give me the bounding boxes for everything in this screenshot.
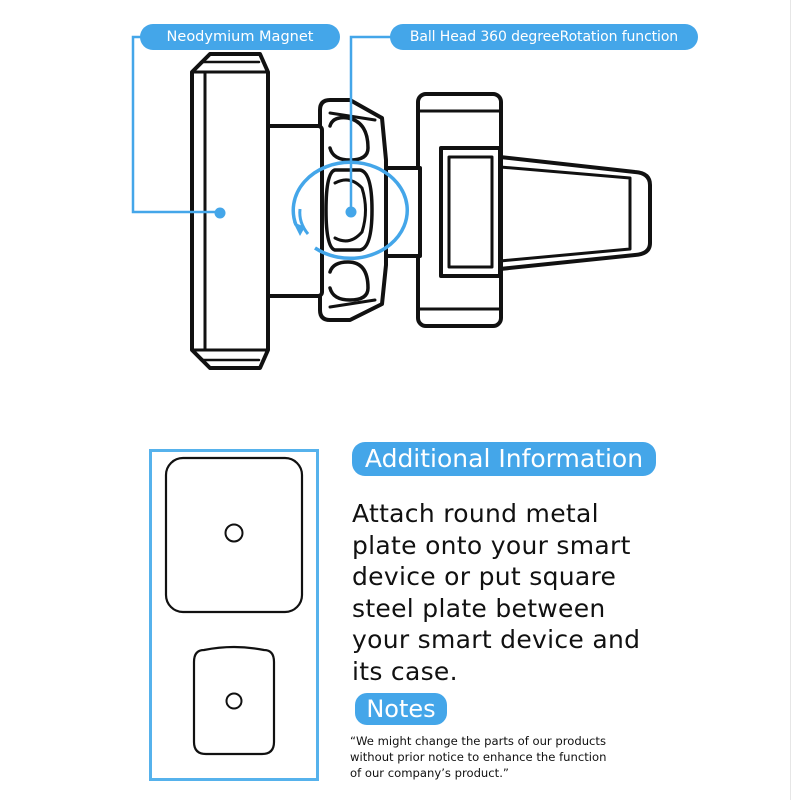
vent-clip [498, 155, 652, 271]
ball-head-rotation-label: Ball Head 360 degreeRotation function [390, 24, 698, 50]
ballhead-callout-dot [345, 206, 357, 218]
magnet-callout-dot [214, 207, 226, 219]
notes-line: “We might change the parts of our produc… [350, 734, 607, 748]
info-line: plate onto your smart [352, 530, 631, 560]
info-line: your smart device and [352, 625, 641, 654]
ballhead-callout-leader [349, 35, 398, 210]
metal-plates-panel [149, 449, 319, 781]
clip-housing [416, 92, 503, 328]
info-line: Attach round metal [352, 499, 599, 528]
magnet-plate [190, 52, 270, 370]
info-line: steel plate between [352, 593, 606, 623]
additional-information-heading: Additional Information [352, 442, 656, 476]
notes-text: “We might change the parts of our produc… [350, 733, 660, 781]
magnetic-mount-diagram [131, 35, 652, 370]
rotation-arrow-icon [291, 160, 409, 261]
page-edge [790, 0, 791, 800]
screw-hole-icon [224, 523, 244, 543]
connector-neck [382, 166, 422, 258]
info-line: its case. [352, 656, 458, 686]
additional-information-text: Attach round metal plate onto your smart… [352, 498, 652, 687]
metal-plates-illustration [164, 456, 304, 756]
neodymium-magnet-label: Neodymium Magnet [140, 24, 340, 50]
notes-line: of our company’s product.” [350, 766, 509, 780]
info-line: device or put square [352, 562, 617, 591]
screw-hole-icon [225, 692, 243, 710]
notes-line: without prior notice to enhance the func… [350, 750, 607, 764]
notes-heading: Notes [355, 693, 447, 725]
